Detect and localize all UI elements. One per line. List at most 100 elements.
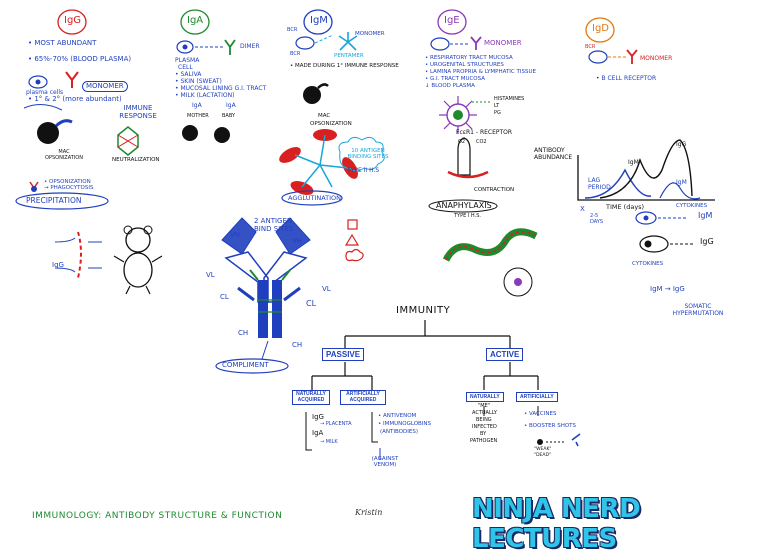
igm-header-oval [303, 9, 333, 35]
cytokine-cell-2 [639, 235, 669, 253]
iga-mother-cell [182, 125, 198, 141]
iga-mucosal: • MUCOSAL LINING G.I. TRACT [175, 85, 267, 92]
graph-igg-peak: IgG [676, 141, 687, 148]
igg-opsonization-note: • OPSONIZATION [44, 179, 91, 185]
antibody-structure-diagram [221, 217, 311, 338]
igg-monomer-y [65, 71, 79, 88]
igg-plasma-cell [28, 75, 48, 89]
baby-head [125, 227, 151, 253]
agglutination-cell-1 [279, 147, 301, 163]
ige-contraction: CONTRACTION [474, 187, 515, 193]
anaphylaxis-oval [428, 199, 498, 213]
graph-cytokines: CYTOKINES [676, 203, 708, 209]
cytokine-cell-1 [635, 211, 657, 225]
graph-axes [577, 155, 715, 201]
graph-cytokines-2: CYTOKINES [632, 261, 664, 267]
igd-monomer-y [626, 49, 638, 64]
antibody-ch-right: CH [292, 341, 303, 349]
iga-baby: BABY [222, 113, 236, 119]
igm-agglutination: AGGLUTINATION [288, 194, 342, 202]
iga-mother-ig: IgA [192, 102, 202, 109]
passive-naturally-acquired: NATURALLY ACQUIRED [292, 390, 330, 405]
graph-igm-out: IgM [698, 211, 713, 220]
passive-antivenom: • ANTIVENOM [378, 413, 417, 419]
immunity-active: ACTIVE [486, 348, 524, 361]
iga-baby-cell [214, 127, 230, 143]
igm-bcr-2: BCR [290, 51, 301, 57]
vaccine-syringe-icon [571, 433, 581, 447]
igm-pentamer: PENTAMER [334, 53, 364, 59]
graph-igm-peak: IgM [628, 159, 639, 166]
iga-header: IgA [187, 15, 204, 26]
ige-co2: CO2 [476, 139, 487, 145]
antibody-compliment: COMPLIMENT [222, 361, 269, 369]
igg-mac-opsonization: MAC OPSONIZATION [45, 149, 83, 161]
igg-line-2: • 65%-70% (BLOOD PLASMA) [28, 55, 132, 63]
igg-curve [599, 139, 693, 199]
igg-immune-response: IMMUNE RESPONSE [119, 104, 157, 121]
agglutination-oval [281, 190, 343, 206]
vaccine-weak-dot [537, 439, 543, 445]
iga-plasma-cell [176, 40, 194, 54]
triangle-shape [344, 233, 360, 246]
ige-lt: LT [494, 103, 500, 109]
iga-cell: CELL [178, 64, 193, 71]
ige-o2: O2 [458, 139, 466, 145]
igg-line-3: • 1° & 2° (more abundant) [28, 95, 122, 103]
igd-header-oval [585, 17, 615, 43]
cloud-shape [345, 248, 364, 262]
igm-mac: MAC [318, 113, 331, 119]
igd-header: IgD [592, 23, 609, 34]
antibody-vl-left: VL [206, 271, 215, 279]
iga-plasma: PLASMA [175, 57, 200, 64]
ige-line-5: ↓ BLOOD PLASMA [425, 83, 475, 89]
iga-milk: • MILK (LACTATION) [175, 92, 235, 99]
iga-skin: • SKIN (SWEAT) [175, 78, 222, 85]
igd-monomer: MONOMER [640, 55, 673, 62]
igg-line-1: • MOST ABUNDANT [28, 39, 97, 47]
antibody-cl-right: CL [306, 299, 317, 308]
active-natural-by: BY [480, 431, 487, 437]
graph-igg-out: IgG [700, 237, 714, 246]
active-vaccines: • VACCINES [524, 411, 557, 417]
iga-header-oval [180, 9, 210, 35]
iga-mother: MOTHER [187, 113, 209, 119]
active-dead: "DEAD" [534, 453, 551, 458]
igm-curve [584, 168, 652, 199]
signature: Kristin [355, 508, 383, 517]
ige-line-4: • G.I. TRACT MUCOSA [425, 76, 485, 82]
igg-bacterium [37, 122, 59, 144]
active-natural-pathogen: PATHOGEN [470, 438, 498, 444]
precipitation-oval [15, 192, 109, 210]
active-natural-me: "ME" [478, 403, 491, 409]
baby-body [123, 252, 153, 288]
passive-iga: IgA [312, 429, 324, 437]
compliment-oval [215, 358, 289, 374]
ninja-nerd-logo: NINJA NERD LECTURES [472, 494, 641, 554]
iga-dimer: DIMER [240, 43, 260, 50]
bronchi-icon [457, 137, 471, 176]
ige-line-1: • RESPIRATORY TRACT MUCOSA [425, 55, 513, 61]
igm-monomer: MONOMER [355, 31, 385, 37]
immunity-root: IMMUNITY [396, 305, 451, 316]
active-natural-being: BEING [476, 417, 492, 423]
iga-baby-ig: IgA [226, 102, 236, 109]
passive-artificially-acquired: ARTIFICIALLY ACQUIRED [340, 390, 386, 405]
antibody-vh-right: VH [292, 237, 303, 245]
igm-made-during: • MADE DURING 1° IMMUNE RESPONSE [290, 63, 399, 69]
igg-neutralization: NEUTRALIZATION [112, 157, 160, 163]
igg-header-oval [57, 9, 87, 35]
immunity-tree-lines [311, 320, 539, 390]
passive-igg: IgG [312, 413, 324, 421]
graph-somatic: SOMATIC HYPERMUTATION [672, 303, 724, 317]
igm-opsonization: OPSONIZATION [310, 121, 352, 127]
igg-monomer-label: MONOMER [82, 81, 128, 92]
graph-igm-peak-2: IgM [676, 179, 687, 186]
graph-title: ANTIBODY ABUNDANCE [534, 147, 573, 161]
passive-immunoglobins: • IMMUNOGLOBINS [378, 421, 432, 427]
graph-lag-period: LAG PERIOD [588, 177, 611, 191]
graph-days: 2-5 DAYS [590, 213, 604, 225]
gi-tract-drawing [442, 228, 538, 262]
